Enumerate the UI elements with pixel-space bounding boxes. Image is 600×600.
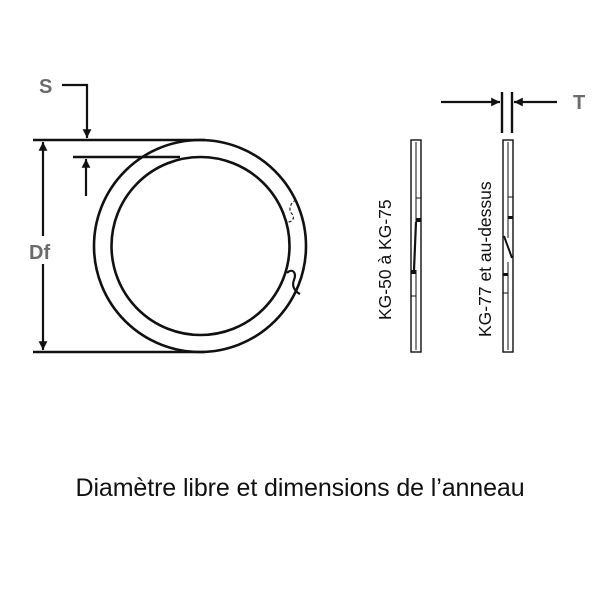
ring-front-view	[92, 138, 308, 354]
profile-kg50-kg75: KG-50 à KG-75	[375, 139, 422, 353]
ring-visible-split	[286, 269, 301, 295]
ring-outer-edge	[92, 138, 308, 354]
profile-2-step-mark-2	[508, 216, 513, 219]
df-dimension: Df	[29, 142, 50, 350]
profile-1-step-mark-2	[416, 218, 421, 222]
df-label: Df	[29, 242, 50, 264]
s-label: S	[39, 76, 52, 98]
ring-hidden-split	[287, 199, 297, 223]
diagram-caption: Diamètre libre et dimensions de l’anneau	[75, 474, 525, 502]
profile-1-label: KG-50 à KG-75	[375, 199, 395, 320]
profile-2-transition	[503, 235, 513, 259]
t-dimension: T	[441, 92, 585, 133]
profile-2-outline	[502, 139, 514, 353]
profile-1-transition	[412, 221, 418, 271]
s-dimension: S	[39, 76, 92, 196]
profile-2-step-mark-3	[503, 273, 508, 276]
ring-inner-edge	[110, 155, 291, 337]
profile-2-label: KG-77 et au-dessus	[475, 181, 495, 337]
profile-1-outline	[410, 139, 422, 353]
profile-1-step-mark-3	[411, 270, 416, 274]
s-leader-line	[62, 83, 92, 138]
t-label: T	[573, 92, 585, 114]
profile-kg77-plus: KG-77 et au-dessus	[475, 139, 514, 353]
